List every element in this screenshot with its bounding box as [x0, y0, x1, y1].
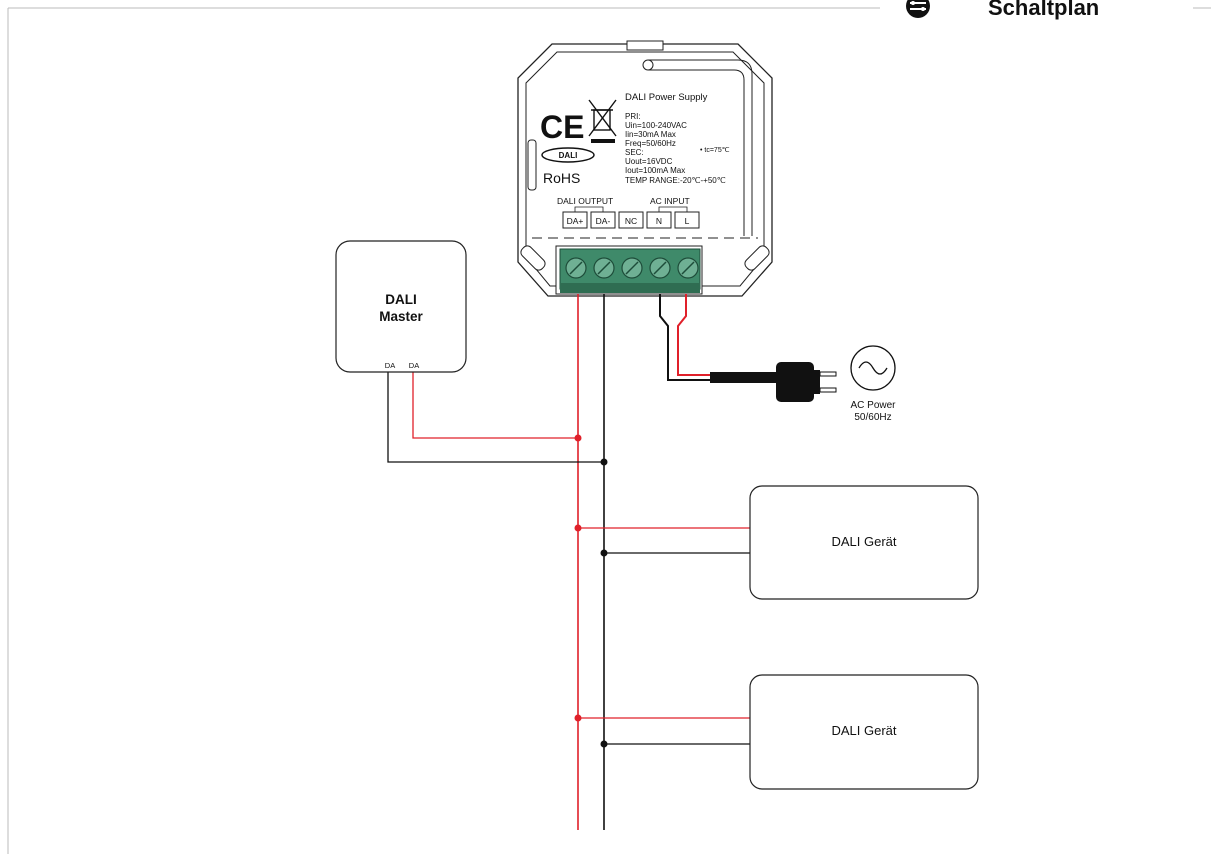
terminal-block — [555, 245, 703, 295]
terminal-label-boxes: DA+ DA- NC N L — [562, 211, 700, 229]
ac-input-label: AC INPUT — [650, 196, 690, 206]
ac-power-label: AC Power — [850, 400, 896, 411]
power-supply-module: CE DALI RoHS DALI Power Supply PRI: Uin=… — [517, 40, 773, 297]
power-plug-icon — [776, 362, 837, 402]
terminal-label: NC — [625, 216, 637, 226]
dali-bus-wires — [577, 294, 605, 830]
terminal-label: L — [685, 216, 690, 226]
spec-list: PRI: Uin=100-240VAC Iin=30mA Max Freq=50… — [625, 112, 726, 185]
device-2-wires — [574, 714, 750, 748]
dali-device-1: DALI Gerät — [749, 485, 979, 600]
terminal-screw-icon — [677, 257, 699, 279]
terminal-screw-icon — [621, 257, 643, 279]
spec-line: TEMP RANGE:-20℃-+50℃ — [625, 176, 726, 185]
spec-line: PRI: — [625, 112, 641, 121]
dali-logo-text: DALI — [559, 151, 578, 160]
ac-power-source: AC Power 50/60Hz — [850, 345, 896, 423]
spec-line: Iin=30mA Max — [625, 130, 676, 139]
product-name: DALI Power Supply — [625, 92, 708, 103]
terminal-label: DA- — [596, 216, 611, 226]
ce-mark: CE — [540, 109, 584, 145]
master-wires — [387, 372, 608, 466]
dali-master: DALI Master DA DA — [335, 240, 467, 373]
master-port-label: DA — [385, 361, 395, 370]
master-label-line2: Master — [379, 309, 423, 324]
spec-line: Uout=16VDC — [625, 157, 673, 166]
dali-logo: DALI — [541, 147, 595, 163]
dali-device-2: DALI Gerät — [749, 674, 979, 790]
ac-sine-icon — [850, 345, 896, 391]
spec-line: SEC: — [625, 148, 644, 157]
device-label: DALI Gerät — [831, 534, 896, 549]
terminal-screw-icon — [649, 257, 671, 279]
rohs-label: RoHS — [543, 170, 580, 186]
ac-input-wires — [659, 294, 780, 383]
page-title: Schaltplan — [988, 0, 1099, 20]
dali-output-label: DALI OUTPUT — [557, 196, 613, 206]
terminal-screw-icon — [565, 257, 587, 279]
terminal-screw-icon — [593, 257, 615, 279]
circuit-icon — [906, 0, 930, 18]
spec-line: Uin=100-240VAC — [625, 121, 687, 130]
terminal-label: DA+ — [567, 216, 584, 226]
device-1-wires — [574, 524, 750, 557]
spec-line: Freq=50/60Hz — [625, 139, 676, 148]
tc-label: • tc=75℃ — [700, 147, 730, 154]
master-port-label: DA — [409, 361, 419, 370]
header: Schaltplan — [906, 0, 1099, 20]
device-label: DALI Gerät — [831, 723, 896, 738]
weee-bin-icon — [588, 99, 617, 143]
master-label-line1: DALI — [385, 292, 417, 307]
page-frame — [7, 7, 1211, 854]
spec-line: Iout=100mA Max — [625, 166, 685, 175]
terminal-label: N — [656, 216, 662, 226]
ac-frequency-label: 50/60Hz — [854, 412, 891, 423]
